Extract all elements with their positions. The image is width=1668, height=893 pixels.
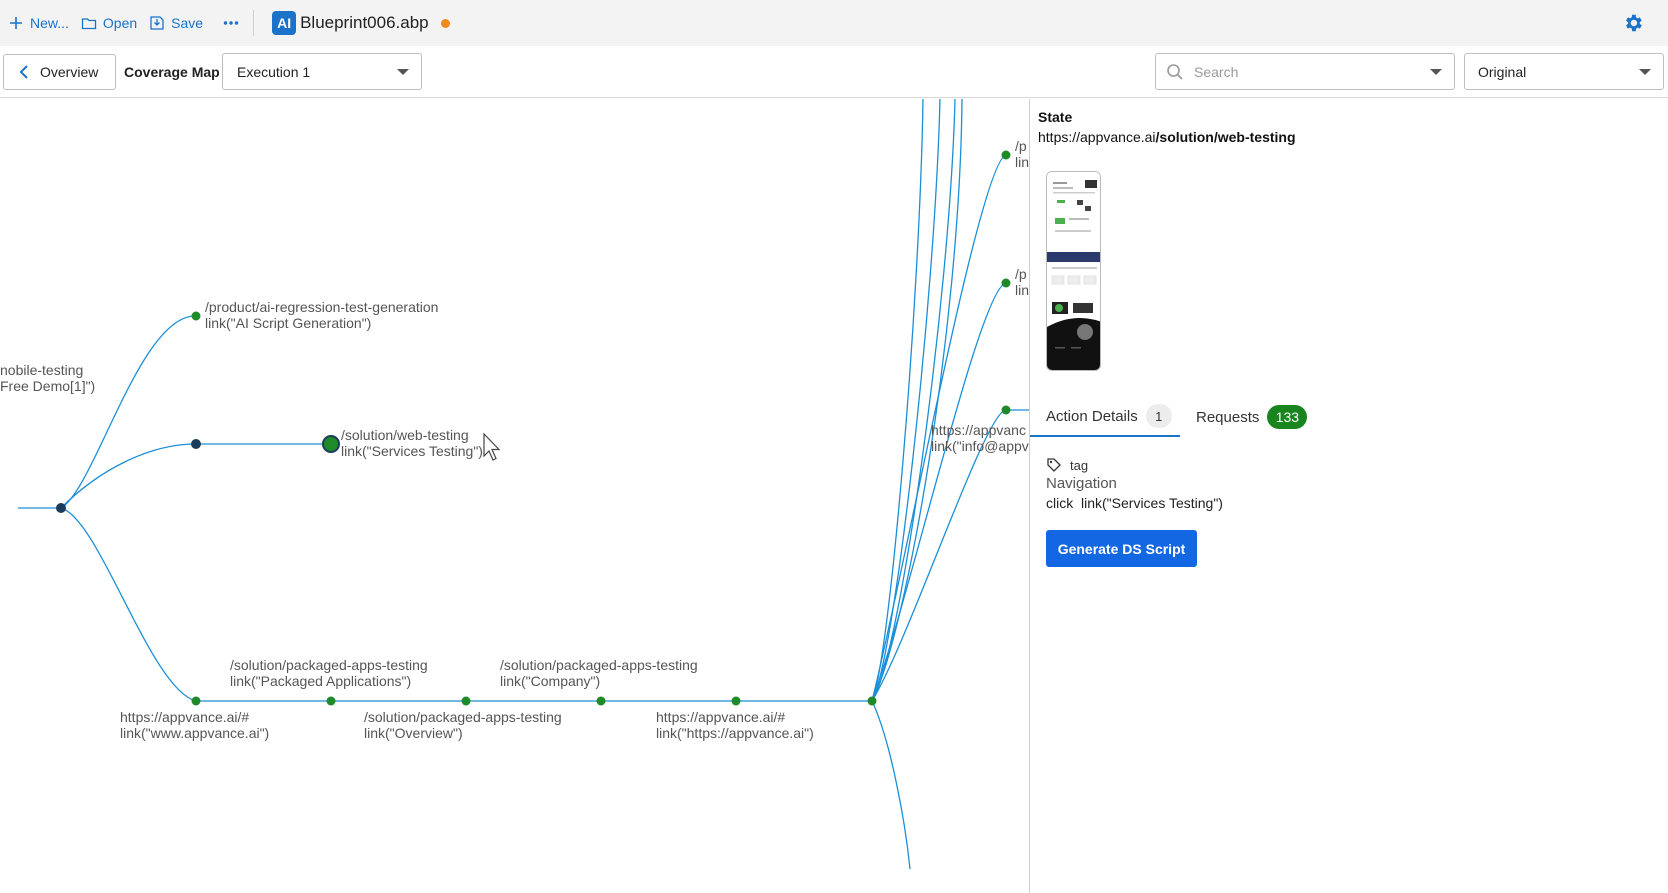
map-edges	[18, 99, 1030, 870]
map-node[interactable]	[461, 696, 471, 706]
search-placeholder: Search	[1194, 63, 1239, 80]
node-label-link: link("Packaged Applications")	[230, 673, 411, 689]
save-label: Save	[171, 15, 204, 31]
node-label-link: link("Company")	[500, 673, 600, 689]
node-label-path: /solution/packaged-apps-testing	[230, 657, 428, 673]
node-label-path: https://appvanc	[931, 422, 1026, 438]
execution-select[interactable]: Execution 1	[222, 53, 422, 90]
node-label-link: Free Demo[1]")	[0, 378, 95, 394]
state-details-panel: State https://appvance.ai/solution/web-t…	[1029, 99, 1668, 893]
gear-icon[interactable]	[1622, 12, 1644, 34]
file-name: Blueprint006.abp	[300, 13, 429, 32]
node-label-path: /p	[1015, 138, 1027, 154]
map-node[interactable]	[731, 696, 741, 706]
unsaved-indicator	[440, 18, 450, 28]
mouse-cursor-icon	[483, 432, 501, 461]
chevron-down-icon	[1430, 69, 1442, 75]
map-node[interactable]	[191, 696, 201, 706]
app-logo: AI	[272, 11, 297, 35]
plus-icon	[10, 17, 22, 29]
search-input[interactable]: Search	[1155, 53, 1455, 90]
node-label-link: link("Services Testing")	[341, 443, 483, 459]
coverage-map-graph[interactable]: nobile-testing Free Demo[1]") /product/a…	[0, 99, 1030, 893]
view-mode-select[interactable]: Original	[1464, 53, 1664, 90]
tab-requests[interactable]: Requests 133	[1196, 397, 1308, 437]
map-node[interactable]	[596, 696, 606, 706]
tab-action-details[interactable]: Action Details 1	[1030, 397, 1180, 437]
node-label-link: link("info@appv	[931, 438, 1029, 454]
save-icon	[150, 16, 164, 30]
node-label-path: /product/ai-regression-test-generation	[205, 299, 438, 315]
overview-label: Overview	[40, 64, 99, 80]
open-button[interactable]: Open	[81, 15, 137, 31]
view-mode-value: Original	[1478, 63, 1527, 80]
state-url: https://appvance.ai/solution/web-testing	[1038, 129, 1296, 145]
map-node[interactable]	[1001, 150, 1011, 160]
coverage-toolbar: Overview Coverage Map Execution 1 Search…	[0, 46, 1668, 98]
execution-value: Execution 1	[237, 63, 311, 80]
action-description: click link("Services Testing")	[1046, 495, 1223, 511]
map-nodes[interactable]	[56, 150, 1011, 706]
state-url-host: https://appvance.ai	[1038, 129, 1156, 145]
action-count-badge: 1	[1145, 404, 1172, 428]
search-icon	[1167, 64, 1183, 80]
node-label-path: https://appvance.ai/#	[120, 709, 249, 725]
chevron-left-icon	[19, 65, 28, 79]
map-node[interactable]	[56, 503, 66, 513]
state-url-path: /solution/web-testing	[1155, 129, 1296, 145]
page-screenshot-thumbnail[interactable]	[1046, 171, 1101, 371]
page-thumbnail-image	[1047, 172, 1100, 370]
map-node[interactable]	[1001, 405, 1011, 415]
chevron-down-icon	[397, 69, 409, 75]
map-node[interactable]	[1001, 278, 1011, 288]
open-label: Open	[102, 15, 138, 31]
map-node[interactable]	[326, 696, 336, 706]
node-label-link: link("www.appvance.ai")	[120, 725, 269, 741]
folder-icon	[81, 18, 97, 30]
overview-button[interactable]: Overview	[3, 54, 116, 90]
save-button[interactable]: Save	[149, 15, 203, 31]
node-label-path: /solution/packaged-apps-testing	[500, 657, 698, 673]
more-button[interactable]	[223, 15, 239, 31]
coverage-map-title: Coverage Map	[124, 64, 220, 80]
state-title: State	[1038, 109, 1073, 125]
requests-count-badge: 133	[1267, 405, 1308, 429]
node-label-link: link("Overview")	[364, 725, 463, 741]
node-label-path: /solution/web-testing	[341, 427, 469, 443]
node-label-link: lin	[1015, 154, 1029, 170]
tag-row[interactable]: tag	[1046, 457, 1088, 473]
tab-action-label: Action Details	[1046, 407, 1138, 425]
toolbar-divider	[253, 10, 255, 36]
map-node-selected[interactable]	[322, 435, 340, 453]
map-node[interactable]	[867, 696, 877, 706]
node-label-path: /p	[1015, 266, 1027, 282]
action-target: link("Services Testing")	[1081, 495, 1223, 511]
map-labels: nobile-testing Free Demo[1]") /product/a…	[0, 138, 1029, 741]
node-label-link: lin	[1015, 282, 1029, 298]
map-node[interactable]	[191, 439, 201, 449]
action-type: Navigation	[1046, 475, 1117, 492]
coverage-map-canvas[interactable]: nobile-testing Free Demo[1]") /product/a…	[0, 99, 1030, 893]
generate-ds-script-button[interactable]: Generate DS Script	[1046, 530, 1197, 567]
tab-requests-label: Requests	[1196, 408, 1260, 426]
node-label-link: link("AI Script Generation")	[205, 315, 371, 331]
action-verb: click	[1046, 495, 1074, 511]
chevron-down-icon	[1639, 69, 1651, 75]
tag-icon	[1047, 458, 1061, 472]
node-label-path: nobile-testing	[0, 362, 83, 378]
top-toolbar: New... Open Save AI Blueprint006.abp	[0, 0, 1668, 46]
details-tabs: Action Details 1 Requests 133	[1030, 397, 1668, 437]
map-node[interactable]	[191, 311, 201, 321]
node-label-path: https://appvance.ai/#	[656, 709, 785, 725]
node-label-path: /solution/packaged-apps-testing	[364, 709, 562, 725]
tag-label: tag	[1070, 457, 1089, 473]
new-label: New...	[30, 15, 69, 31]
new-button[interactable]: New...	[8, 15, 69, 31]
more-horizontal-icon	[223, 21, 239, 25]
node-label-link: link("https://appvance.ai")	[656, 725, 814, 741]
